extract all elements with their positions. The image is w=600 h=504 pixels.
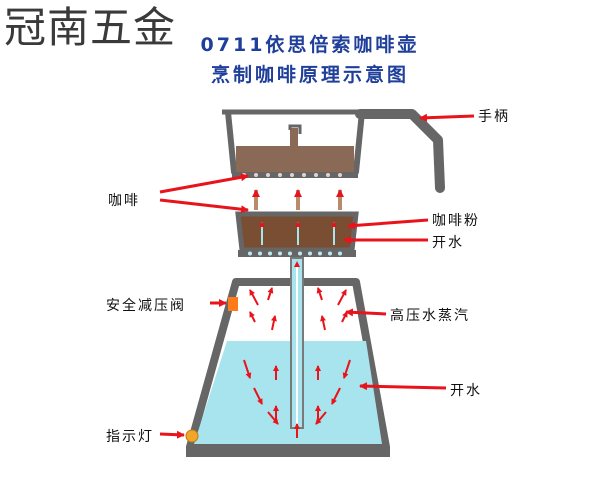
watermark: 冠南五金 xyxy=(4,3,177,52)
riser-tube xyxy=(290,257,304,429)
label-coffee: 咖啡 xyxy=(108,193,140,209)
indicator-light xyxy=(185,429,199,443)
boiler xyxy=(186,278,390,457)
label-safety-valve: 安全减压阀 xyxy=(106,298,186,314)
boiler-water xyxy=(194,341,382,444)
boiler-base xyxy=(186,447,390,457)
safety-valve xyxy=(228,297,238,311)
label-indicator-light: 指示灯 xyxy=(106,429,154,445)
filter-basket xyxy=(235,211,359,257)
label-coffee-powder: 咖啡粉 xyxy=(432,213,480,229)
diagram-title-line2: 烹制咖啡原理示意图 xyxy=(210,64,409,86)
water-arrows xyxy=(243,359,351,438)
steam-arrows xyxy=(249,287,348,331)
label-boiling-water-bottom: 开水 xyxy=(450,383,482,399)
label-boiling-water-top: 开水 xyxy=(432,235,464,251)
callout-arrows xyxy=(159,113,475,439)
label-handle: 手柄 xyxy=(478,109,510,125)
diagram-title-line1: 0711依思倍索咖啡壶 xyxy=(200,34,420,56)
upper-collector xyxy=(222,109,445,210)
label-high-pressure-steam: 高压水蒸汽 xyxy=(390,308,470,324)
